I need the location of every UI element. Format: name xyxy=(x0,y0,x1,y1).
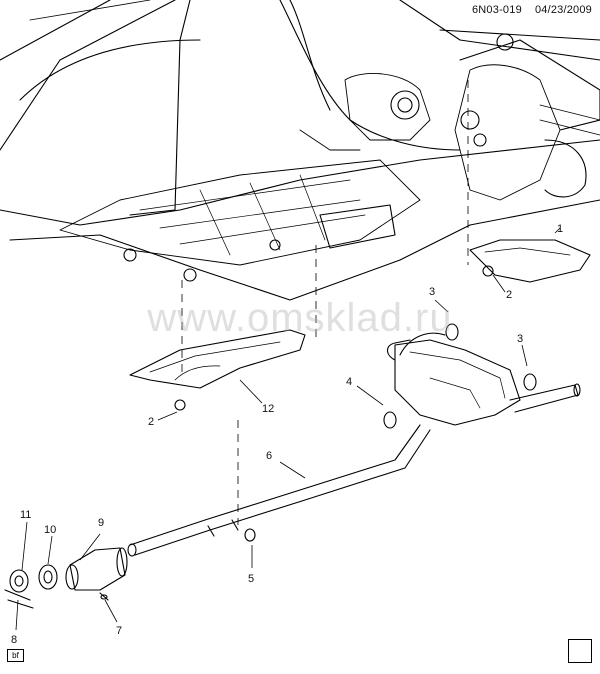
callout-4: 4 xyxy=(346,376,352,388)
callout-8: 8 xyxy=(11,634,17,646)
callout-6: 6 xyxy=(266,450,272,462)
heat-shield-rear xyxy=(469,239,591,283)
flange-parts xyxy=(4,564,109,609)
heat-shield-front xyxy=(129,329,306,389)
vehicle-body-floor-pan xyxy=(0,0,600,301)
callout-3-lower: 3 xyxy=(517,333,523,345)
callout-9: 9 xyxy=(98,517,104,529)
diagram-header: 6N03-019 04/23/2009 xyxy=(472,4,592,16)
dashed-leader-lines xyxy=(181,80,469,525)
callout-labels: 1 2 2 3 3 4 5 6 7 8 9 10 11 12 xyxy=(11,223,563,646)
diagram-date: 04/23/2009 xyxy=(534,4,592,16)
callout-12: 12 xyxy=(262,403,274,415)
bf-badge: bf xyxy=(7,649,24,662)
callout-1: 1 xyxy=(557,223,563,235)
watermark-text: www.omsklad.ru xyxy=(147,296,453,340)
diagram-code: 6N03-019 xyxy=(471,4,522,16)
callout-7: 7 xyxy=(116,625,122,637)
corner-logo-icon xyxy=(568,639,592,663)
callout-5: 5 xyxy=(248,573,254,585)
catalytic-converter xyxy=(65,547,128,591)
callout-3-upper: 3 xyxy=(429,286,435,298)
callout-10: 10 xyxy=(44,524,56,536)
callout-2-right: 2 xyxy=(506,289,512,301)
callout-2-left: 2 xyxy=(148,416,154,428)
callout-11: 11 xyxy=(20,509,31,521)
hangers-isolators xyxy=(174,265,537,542)
muffler-assembly xyxy=(386,332,581,426)
intermediate-pipe xyxy=(127,424,431,557)
callout-leaders xyxy=(15,227,561,631)
